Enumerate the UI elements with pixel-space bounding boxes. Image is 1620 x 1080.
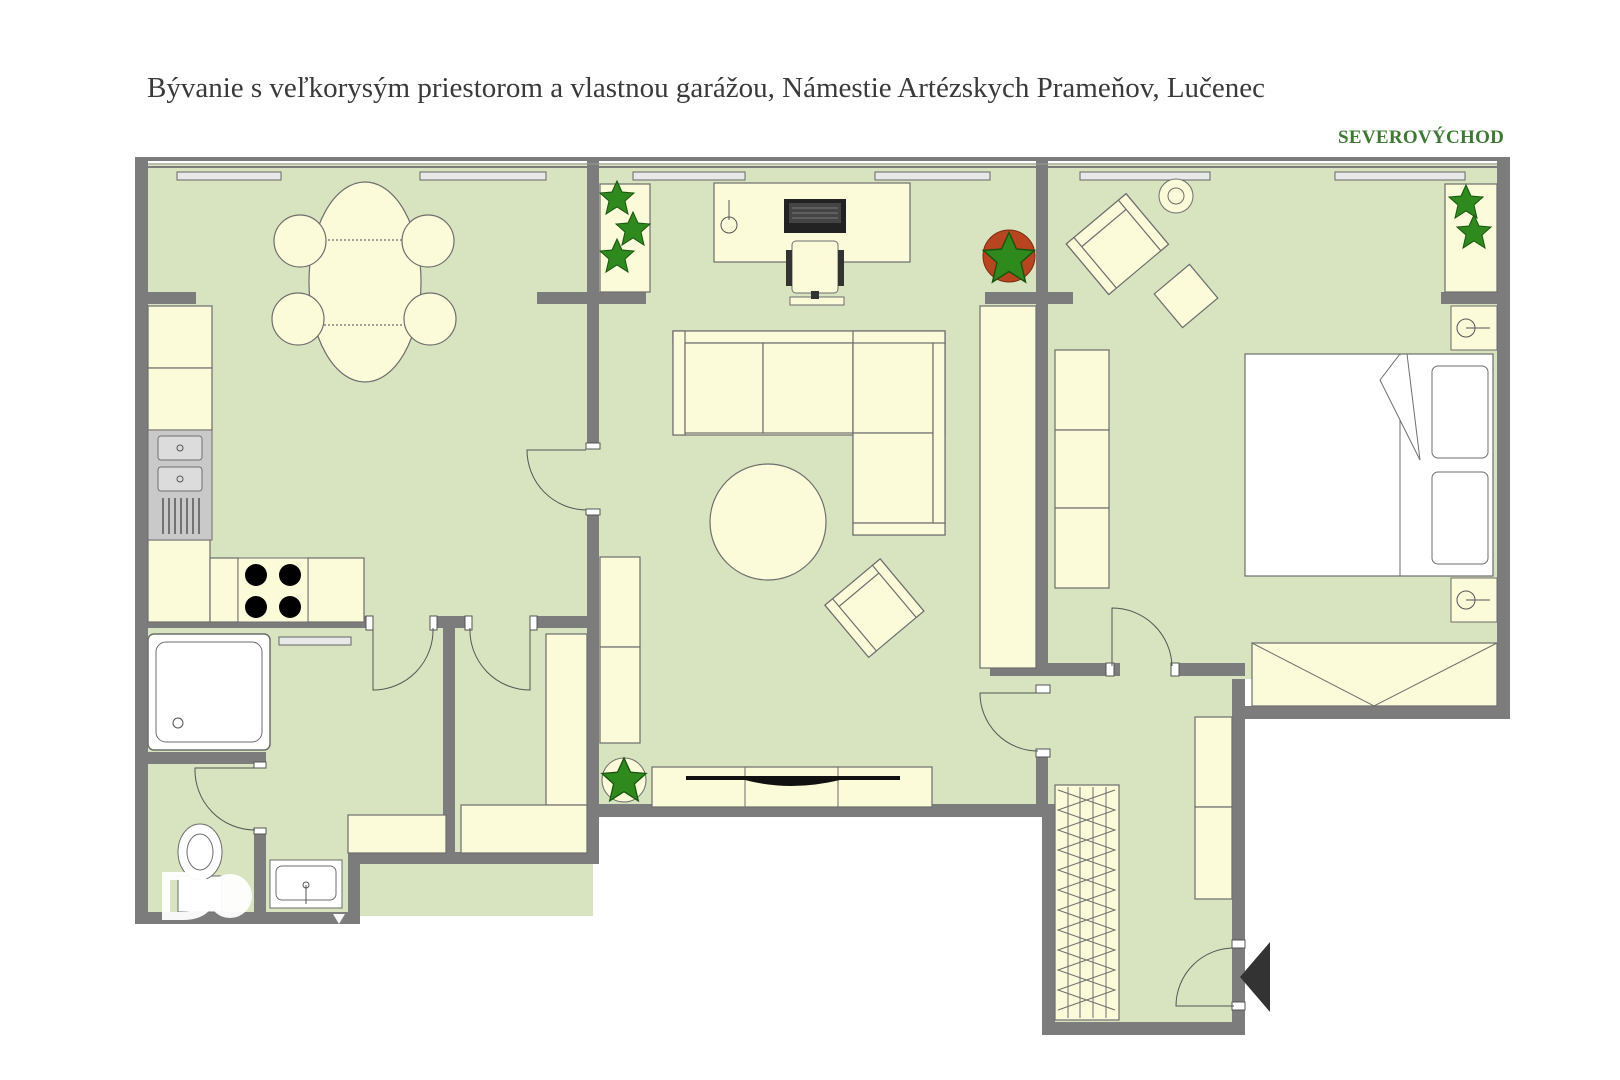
- wardrobe-living: [979, 305, 1037, 669]
- radiators: [176, 171, 1466, 646]
- living-side-cabinet: [599, 556, 641, 744]
- plan-title: Bývanie s veľkorysým priestorom a vlastn…: [147, 72, 1266, 104]
- door-wc: [194, 761, 267, 835]
- wardrobe-bedroom-left: [1054, 349, 1110, 589]
- side-table: [1158, 178, 1194, 214]
- door-living-corridor: [979, 684, 1051, 758]
- logo-mark: [162, 872, 345, 924]
- tv-stand: [651, 766, 933, 808]
- cooktop-icon: [237, 557, 309, 623]
- office-chair: [786, 240, 845, 306]
- nightstand-top: [1450, 305, 1498, 351]
- ottoman: [1153, 263, 1219, 329]
- sofa: [672, 330, 946, 536]
- door-corridor-bedroom: [1105, 607, 1180, 677]
- corridor-cabinet: [1194, 716, 1233, 900]
- dresser: [1251, 642, 1498, 707]
- door-bathroom: [365, 615, 438, 691]
- orientation-label: SEVEROVÝCHOD: [1338, 127, 1505, 148]
- entrance-door: [1175, 939, 1246, 1011]
- potted-plant-icon: [982, 229, 1036, 283]
- door-hall-storage: [464, 615, 538, 691]
- sink-icon: [269, 859, 343, 909]
- dining-set: [271, 181, 457, 383]
- armchair: [1065, 192, 1170, 296]
- double-bed: [1244, 353, 1494, 577]
- coffee-table: [709, 463, 827, 581]
- laptop-icon: [784, 199, 846, 233]
- armchair: [824, 558, 925, 659]
- shoe-rack: [1054, 784, 1120, 1021]
- nightstand-bottom: [1450, 577, 1498, 623]
- kitchen-counter: [147, 305, 365, 623]
- door-kitchen-living: [526, 442, 601, 516]
- hall-cabinets: [347, 633, 588, 854]
- shower-tray: [147, 633, 271, 751]
- entrance-arrow-icon: [1240, 942, 1270, 1012]
- sink-icon: [147, 429, 213, 541]
- potted-plant-icon: [601, 757, 647, 803]
